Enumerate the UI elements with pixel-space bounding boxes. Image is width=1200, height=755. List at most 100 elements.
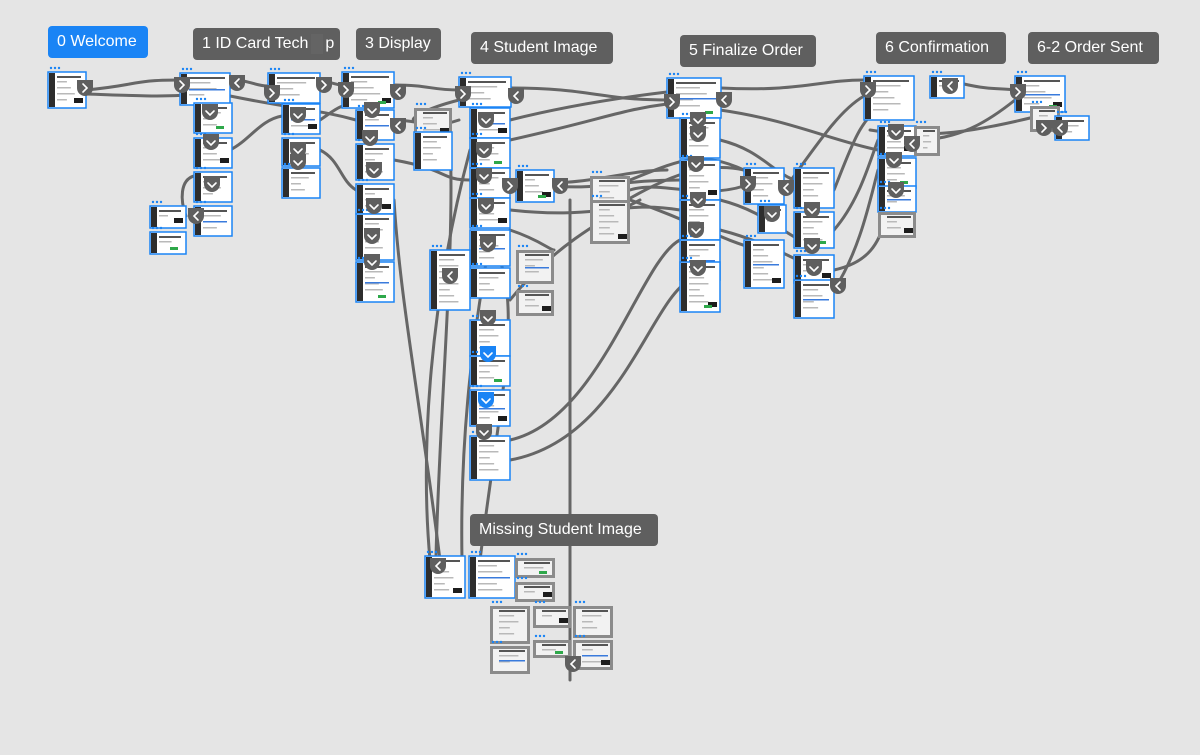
chevron-left-icon[interactable] — [390, 84, 406, 100]
more-dots-icon[interactable] — [283, 98, 295, 102]
more-dots-icon[interactable] — [931, 70, 943, 74]
more-dots-icon[interactable] — [681, 256, 693, 260]
more-dots-icon[interactable] — [1031, 100, 1043, 104]
chevron-down-icon[interactable] — [480, 236, 496, 252]
artboard-thumbnail[interactable] — [573, 640, 613, 670]
chevron-left-icon[interactable] — [552, 178, 568, 194]
artboard-thumbnail[interactable] — [149, 205, 187, 229]
more-dots-icon[interactable] — [471, 102, 483, 106]
artboard-thumbnail[interactable] — [533, 606, 571, 628]
more-dots-icon[interactable] — [491, 640, 503, 644]
more-dots-icon[interactable] — [795, 162, 807, 166]
more-dots-icon[interactable] — [426, 550, 438, 554]
chevron-left-icon[interactable] — [390, 118, 406, 134]
chevron-down-icon[interactable] — [690, 112, 706, 128]
artboard-thumbnail[interactable] — [490, 606, 530, 644]
chevron-right-icon[interactable] — [740, 176, 756, 192]
more-dots-icon[interactable] — [181, 67, 193, 71]
more-dots-icon[interactable] — [591, 194, 603, 198]
artboard-thumbnail[interactable] — [793, 211, 835, 249]
more-dots-icon[interactable] — [471, 192, 483, 196]
more-dots-icon[interactable] — [516, 552, 528, 556]
more-dots-icon[interactable] — [745, 234, 757, 238]
chevron-down-icon[interactable] — [478, 112, 494, 128]
chevron-down-icon[interactable] — [366, 198, 382, 214]
more-dots-icon[interactable] — [415, 102, 427, 106]
chevron-down-icon[interactable] — [888, 124, 904, 140]
chevron-down-icon[interactable] — [476, 142, 492, 158]
chevron-down-icon[interactable] — [476, 424, 492, 440]
chevron-down-icon[interactable] — [688, 156, 704, 172]
more-dots-icon[interactable] — [591, 170, 603, 174]
chevron-down-icon[interactable] — [364, 228, 380, 244]
more-dots-icon[interactable] — [517, 244, 529, 248]
chevron-down-icon[interactable] — [806, 260, 822, 276]
section-label-id-card-tech[interactable]: 1 ID Card Tech p — [193, 28, 340, 60]
chevron-down-icon[interactable] — [478, 198, 494, 214]
artboard-thumbnail[interactable] — [743, 239, 785, 289]
more-dots-icon[interactable] — [471, 262, 483, 266]
artboard-thumbnail[interactable] — [469, 267, 511, 299]
chevron-right-icon[interactable] — [1010, 84, 1026, 100]
more-dots-icon[interactable] — [269, 67, 281, 71]
chevron-down-icon[interactable] — [804, 202, 820, 218]
artboard-thumbnail[interactable] — [590, 200, 630, 244]
more-dots-icon[interactable] — [151, 200, 163, 204]
chevron-left-icon[interactable] — [904, 136, 920, 152]
more-dots-icon[interactable] — [49, 66, 61, 70]
chevron-down-icon[interactable] — [290, 154, 306, 170]
artboard-thumbnail[interactable] — [413, 131, 453, 171]
chevron-right-icon[interactable] — [860, 82, 876, 98]
artboard-thumbnail[interactable] — [516, 250, 554, 284]
chevron-right-icon[interactable] — [502, 178, 518, 194]
more-dots-icon[interactable] — [865, 70, 877, 74]
more-dots-icon[interactable] — [745, 162, 757, 166]
chevron-right-icon[interactable] — [77, 80, 93, 96]
section-label-order-sent[interactable]: 6-2 Order Sent — [1028, 32, 1159, 64]
more-dots-icon[interactable] — [357, 208, 369, 212]
more-dots-icon[interactable] — [195, 200, 207, 204]
chevron-left-icon[interactable] — [229, 75, 245, 91]
more-dots-icon[interactable] — [668, 72, 680, 76]
more-dots-icon[interactable] — [471, 384, 483, 388]
chevron-down-icon[interactable] — [364, 102, 380, 118]
more-dots-icon[interactable] — [574, 600, 586, 604]
chevron-down-icon[interactable] — [362, 130, 378, 146]
more-dots-icon[interactable] — [915, 120, 927, 124]
more-dots-icon[interactable] — [357, 178, 369, 182]
chevron-down-icon[interactable] — [690, 126, 706, 142]
more-dots-icon[interactable] — [879, 120, 891, 124]
chevron-down-icon[interactable] — [480, 346, 496, 362]
more-dots-icon[interactable] — [574, 634, 586, 638]
more-dots-icon[interactable] — [534, 634, 546, 638]
chevron-down-icon[interactable] — [366, 162, 382, 178]
artboard-thumbnail[interactable] — [281, 167, 321, 199]
chevron-right-icon[interactable] — [1036, 120, 1052, 136]
more-dots-icon[interactable] — [1056, 110, 1068, 114]
artboard-thumbnail[interactable] — [573, 606, 613, 638]
artboard-thumbnail[interactable] — [468, 555, 516, 599]
artboard-thumbnail[interactable] — [414, 108, 452, 138]
chevron-left-icon[interactable] — [508, 88, 524, 104]
artboard-thumbnail[interactable] — [878, 212, 916, 238]
more-dots-icon[interactable] — [1016, 70, 1028, 74]
chevron-down-icon[interactable] — [203, 134, 219, 150]
artboard-thumbnail[interactable] — [516, 290, 554, 316]
more-dots-icon[interactable] — [795, 249, 807, 253]
chevron-left-icon[interactable] — [1052, 120, 1068, 136]
artboard-thumbnail[interactable] — [149, 231, 187, 255]
chevron-left-icon[interactable] — [778, 180, 794, 196]
artboard-thumbnail[interactable] — [515, 558, 555, 578]
more-dots-icon[interactable] — [283, 132, 295, 136]
more-dots-icon[interactable] — [431, 244, 443, 248]
chevron-down-icon[interactable] — [290, 107, 306, 123]
more-dots-icon[interactable] — [517, 164, 529, 168]
more-dots-icon[interactable] — [460, 71, 472, 75]
chevron-down-icon[interactable] — [886, 152, 902, 168]
more-dots-icon[interactable] — [795, 274, 807, 278]
section-label-welcome[interactable]: 0 Welcome — [48, 26, 148, 58]
chevron-left-icon[interactable] — [188, 208, 204, 224]
chevron-left-icon[interactable] — [565, 656, 581, 672]
section-label-display[interactable]: 3 Display — [356, 28, 441, 60]
